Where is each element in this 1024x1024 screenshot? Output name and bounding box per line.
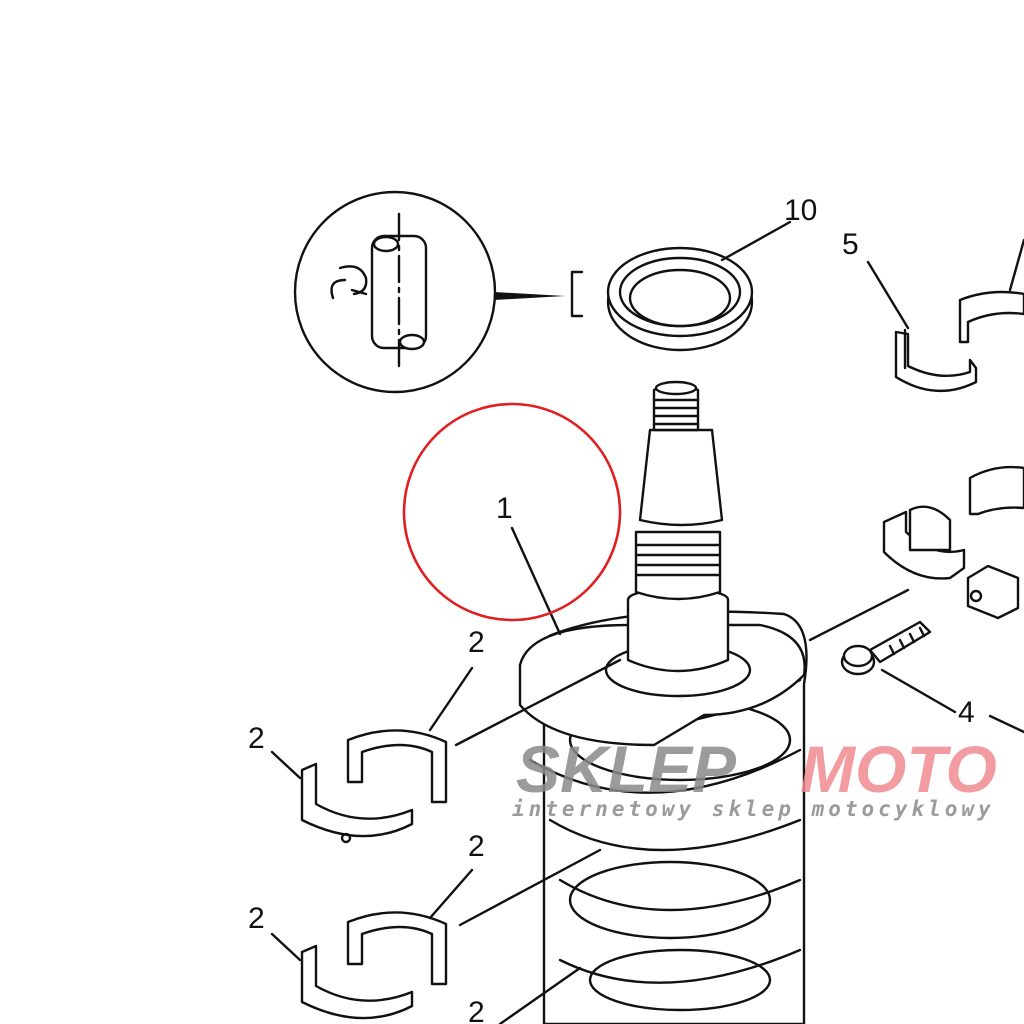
callout-4: 4 [958,696,975,729]
callout-2: 2 [468,996,485,1024]
watermark: SKLEP MOTO internetowy sklep motocyklowy [512,732,997,821]
callout-10: 10 [784,194,817,227]
detail-inset [293,190,584,394]
callout-2: 2 [468,626,485,659]
callout-2: 2 [468,830,485,863]
callout-2: 2 [248,902,265,935]
callout-2: 2 [248,722,265,755]
main-bearing-shells [270,658,622,1024]
crankshaft [510,380,808,1024]
watermark-brand-gray: SKLEP [516,732,737,806]
bolt [840,620,1024,734]
watermark-brand-red: MOTO [800,732,997,806]
watermark-tagline: internetowy sklep motocyklowy [512,797,995,821]
highlight-circle [402,402,622,622]
oil-seal [606,220,792,352]
upper-bearing-shells [808,238,1024,642]
callout-1: 1 [496,492,513,525]
callout-5: 5 [842,228,859,261]
